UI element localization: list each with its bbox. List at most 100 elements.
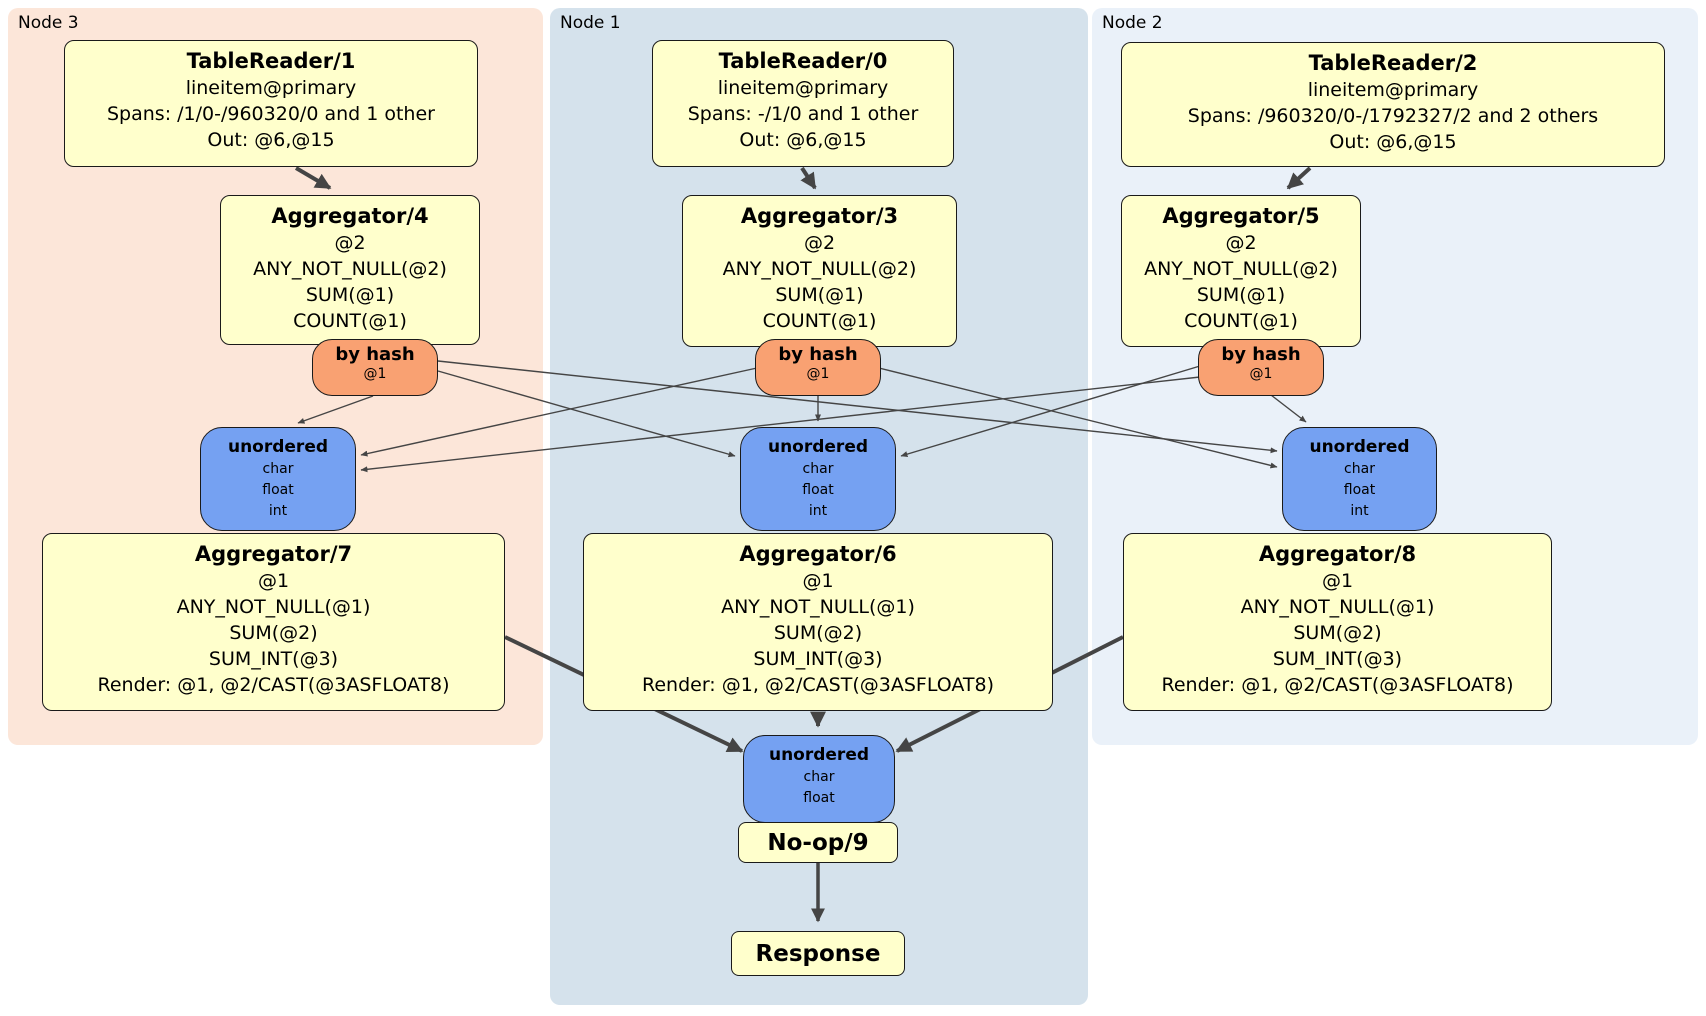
router-title: by hash bbox=[1221, 344, 1301, 365]
processor-row: Render: @1, @2/CAST(@3ASFLOAT8) bbox=[642, 674, 994, 696]
router-key: @1 bbox=[363, 366, 387, 382]
processor-noop-9: No-op/9 bbox=[738, 822, 898, 863]
response-node: Response bbox=[731, 931, 905, 976]
region-node2-label: Node 2 bbox=[1102, 13, 1163, 33]
processor-row: SUM_INT(@3) bbox=[753, 648, 883, 670]
region-node1-label: Node 1 bbox=[560, 13, 621, 33]
processor-row: Out: @6,@15 bbox=[739, 129, 867, 151]
processor-title: Aggregator/5 bbox=[1162, 204, 1320, 228]
processor-row: SUM(@2) bbox=[1293, 622, 1382, 644]
processor-row: SUM(@1) bbox=[775, 284, 864, 306]
sync-row: float bbox=[262, 482, 294, 498]
processor-row: Out: @6,@15 bbox=[1329, 131, 1457, 153]
edge-router1-to-sync3 bbox=[360, 367, 758, 457]
processor-tablereader-0: TableReader/0 lineitem@primary Spans: -/… bbox=[652, 40, 954, 167]
sync-row: char bbox=[1344, 461, 1375, 477]
sync-unordered-node1: unordered char float int bbox=[740, 427, 896, 531]
edge-router1-to-sync2 bbox=[878, 367, 1278, 469]
processor-row: SUM_INT(@3) bbox=[208, 648, 339, 670]
sync-row: int bbox=[1350, 503, 1369, 519]
sync-unordered-final: unordered char float bbox=[743, 735, 895, 823]
processor-row: lineitem@primary bbox=[1307, 79, 1479, 101]
sync-row: char bbox=[803, 769, 835, 785]
edge-tablereader2-to-aggregator5 bbox=[1286, 166, 1312, 190]
processor-title: Aggregator/3 bbox=[740, 204, 899, 228]
processor-row: @1 bbox=[1321, 570, 1354, 592]
processor-row: @1 bbox=[802, 570, 834, 592]
router-title: by hash bbox=[335, 344, 415, 365]
edge-tablereader1-to-aggregator4 bbox=[294, 166, 332, 190]
edge-router2-to-sync3 bbox=[360, 376, 1201, 473]
processor-aggregator-8: Aggregator/8 @1 ANY_NOT_NULL(@1) SUM(@2)… bbox=[1123, 533, 1552, 711]
router-title: by hash bbox=[778, 344, 858, 365]
sync-title: unordered bbox=[227, 437, 329, 457]
processor-aggregator-5: Aggregator/5 @2 ANY_NOT_NULL(@2) SUM(@1)… bbox=[1121, 195, 1361, 347]
sync-row: float bbox=[802, 482, 834, 498]
sync-title: unordered bbox=[767, 437, 869, 457]
router-by-hash-node1: by hash @1 bbox=[755, 339, 881, 396]
processor-row: SUM(@2) bbox=[773, 622, 863, 644]
sync-row: int bbox=[268, 503, 288, 519]
processor-row: @2 bbox=[803, 232, 836, 254]
processor-row: @2 bbox=[334, 232, 366, 254]
sync-row: float bbox=[803, 790, 835, 806]
processor-aggregator-4: Aggregator/4 @2 ANY_NOT_NULL(@2) SUM(@1)… bbox=[220, 195, 480, 345]
processor-row: Spans: -/1/0 and 1 other bbox=[687, 103, 919, 125]
processor-title: Response bbox=[755, 940, 881, 967]
processor-row: COUNT(@1) bbox=[762, 310, 877, 332]
processor-title: Aggregator/6 bbox=[739, 542, 897, 566]
processor-row: ANY_NOT_NULL(@2) bbox=[253, 258, 447, 280]
processor-row: ANY_NOT_NULL(@1) bbox=[1240, 596, 1435, 618]
processor-title: TableReader/1 bbox=[186, 49, 356, 73]
processor-row: Out: @6,@15 bbox=[207, 129, 335, 151]
processor-aggregator-7: Aggregator/7 @1 ANY_NOT_NULL(@1) SUM(@2)… bbox=[42, 533, 505, 711]
processor-row: COUNT(@1) bbox=[293, 310, 407, 332]
processor-row: SUM_INT(@3) bbox=[1272, 648, 1403, 670]
processor-row: ANY_NOT_NULL(@1) bbox=[721, 596, 915, 618]
processor-row: Spans: /1/0-/960320/0 and 1 other bbox=[107, 103, 435, 125]
sync-row: char bbox=[262, 461, 294, 477]
processor-row: SUM(@1) bbox=[305, 284, 395, 306]
edge-router3-to-sync2 bbox=[437, 360, 1278, 454]
processor-tablereader-2: TableReader/2 lineitem@primary Spans: /9… bbox=[1121, 42, 1665, 167]
processor-row: lineitem@primary bbox=[185, 77, 357, 99]
processor-title: No-op/9 bbox=[767, 829, 869, 856]
processor-row: ANY_NOT_NULL(@1) bbox=[176, 596, 371, 618]
processor-row: SUM(@1) bbox=[1196, 284, 1286, 306]
processor-row: Render: @1, @2/CAST(@3ASFLOAT8) bbox=[1161, 674, 1514, 696]
processor-row: COUNT(@1) bbox=[1184, 310, 1298, 332]
sync-row: int bbox=[808, 503, 828, 519]
router-by-hash-node2: by hash @1 bbox=[1198, 339, 1324, 396]
sync-title: unordered bbox=[768, 745, 870, 765]
sync-row: float bbox=[1343, 482, 1376, 498]
edge-router2-to-sync1 bbox=[900, 365, 1201, 457]
processor-row: Render: @1, @2/CAST(@3ASFLOAT8) bbox=[97, 674, 450, 696]
processor-title: Aggregator/7 bbox=[194, 542, 353, 566]
processor-title: Aggregator/8 bbox=[1258, 542, 1417, 566]
processor-row: ANY_NOT_NULL(@2) bbox=[722, 258, 917, 280]
sync-row: char bbox=[802, 461, 834, 477]
processor-row: lineitem@primary bbox=[717, 77, 889, 99]
edge-router3-to-sync1 bbox=[437, 370, 736, 458]
processor-tablereader-1: TableReader/1 lineitem@primary Spans: /1… bbox=[64, 40, 478, 167]
processor-title: TableReader/0 bbox=[718, 49, 888, 73]
router-key: @1 bbox=[806, 366, 830, 382]
sync-unordered-node2: unordered char float int bbox=[1282, 427, 1437, 531]
region-node3-label: Node 3 bbox=[18, 13, 79, 33]
router-key: @1 bbox=[1249, 366, 1273, 382]
processor-row: @1 bbox=[257, 570, 290, 592]
edge-tablereader0-to-aggregator3 bbox=[800, 166, 817, 190]
sync-title: unordered bbox=[1309, 437, 1410, 457]
processor-title: Aggregator/4 bbox=[271, 204, 429, 228]
processor-row: Spans: /960320/0-/1792327/2 and 2 others bbox=[1187, 105, 1599, 127]
processor-title: TableReader/2 bbox=[1308, 51, 1478, 75]
edge-router3-to-sync3 bbox=[297, 395, 374, 424]
processor-aggregator-6: Aggregator/6 @1 ANY_NOT_NULL(@1) SUM(@2)… bbox=[583, 533, 1053, 711]
processor-aggregator-3: Aggregator/3 @2 ANY_NOT_NULL(@2) SUM(@1)… bbox=[682, 195, 957, 347]
edge-router2-to-sync2 bbox=[1270, 394, 1307, 423]
sync-unordered-node3: unordered char float int bbox=[200, 427, 356, 531]
processor-row: @2 bbox=[1225, 232, 1257, 254]
processor-row: ANY_NOT_NULL(@2) bbox=[1144, 258, 1338, 280]
processor-row: SUM(@2) bbox=[229, 622, 318, 644]
